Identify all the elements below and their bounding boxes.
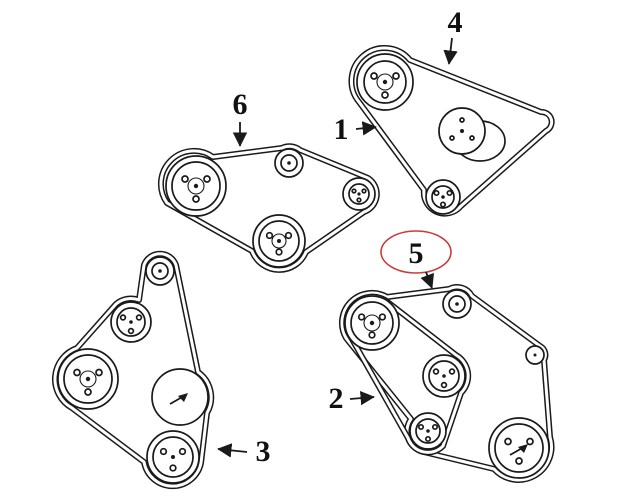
lower-pulley: [409, 412, 447, 450]
mid-pulley: [422, 354, 466, 398]
belt-assembly-bottom-left: [55, 254, 211, 486]
callout-2-label: 2: [329, 382, 344, 415]
crank-pulley: [57, 348, 119, 410]
tensioner-arrow-icon: [509, 444, 528, 456]
callout-5[interactable]: 5: [380, 230, 452, 289]
corner-idler-pulley: [525, 345, 545, 365]
tensioner-pulley: [151, 368, 209, 426]
leader-line: [443, 37, 458, 65]
belt-assembly-bottom-right: [342, 287, 552, 480]
tensioner-crank-pulley: [488, 417, 550, 479]
callout-4[interactable]: 4: [443, 6, 463, 65]
callout-3-label: 3: [256, 435, 271, 468]
highlight-ellipse: [380, 230, 452, 274]
double-pulley: [344, 295, 400, 351]
callout-5-label: 5: [409, 237, 424, 270]
callout-3[interactable]: 3: [217, 435, 271, 468]
mid-pulley: [110, 301, 152, 343]
belt-assembly-top-right: [351, 48, 551, 214]
callout-1-label: 1: [334, 113, 349, 146]
top-idler-pulley: [145, 256, 175, 286]
leader-line: [217, 443, 248, 458]
callout-6-label: 6: [233, 88, 248, 121]
leader-line: [349, 390, 375, 406]
idler-pulley: [274, 148, 304, 178]
leader-line: [355, 121, 377, 136]
callout-6[interactable]: 6: [233, 88, 248, 147]
crank-pulley: [165, 155, 227, 217]
belt-assembly-middle-left: [161, 146, 377, 270]
bottom-pulley: [146, 430, 200, 484]
callout-4-label: 4: [448, 6, 463, 39]
right-pulley: [342, 177, 376, 211]
callout-2[interactable]: 2: [329, 382, 375, 415]
leader-line: [420, 271, 435, 289]
lower-pulley: [252, 214, 306, 268]
idler-pulley: [442, 289, 472, 319]
alternator-cylinder: [438, 107, 506, 162]
crank-pulley: [356, 53, 414, 111]
lower-pulley: [425, 179, 461, 215]
callout-1[interactable]: 1: [334, 113, 377, 146]
tensioner-arrow-icon: [169, 393, 188, 405]
